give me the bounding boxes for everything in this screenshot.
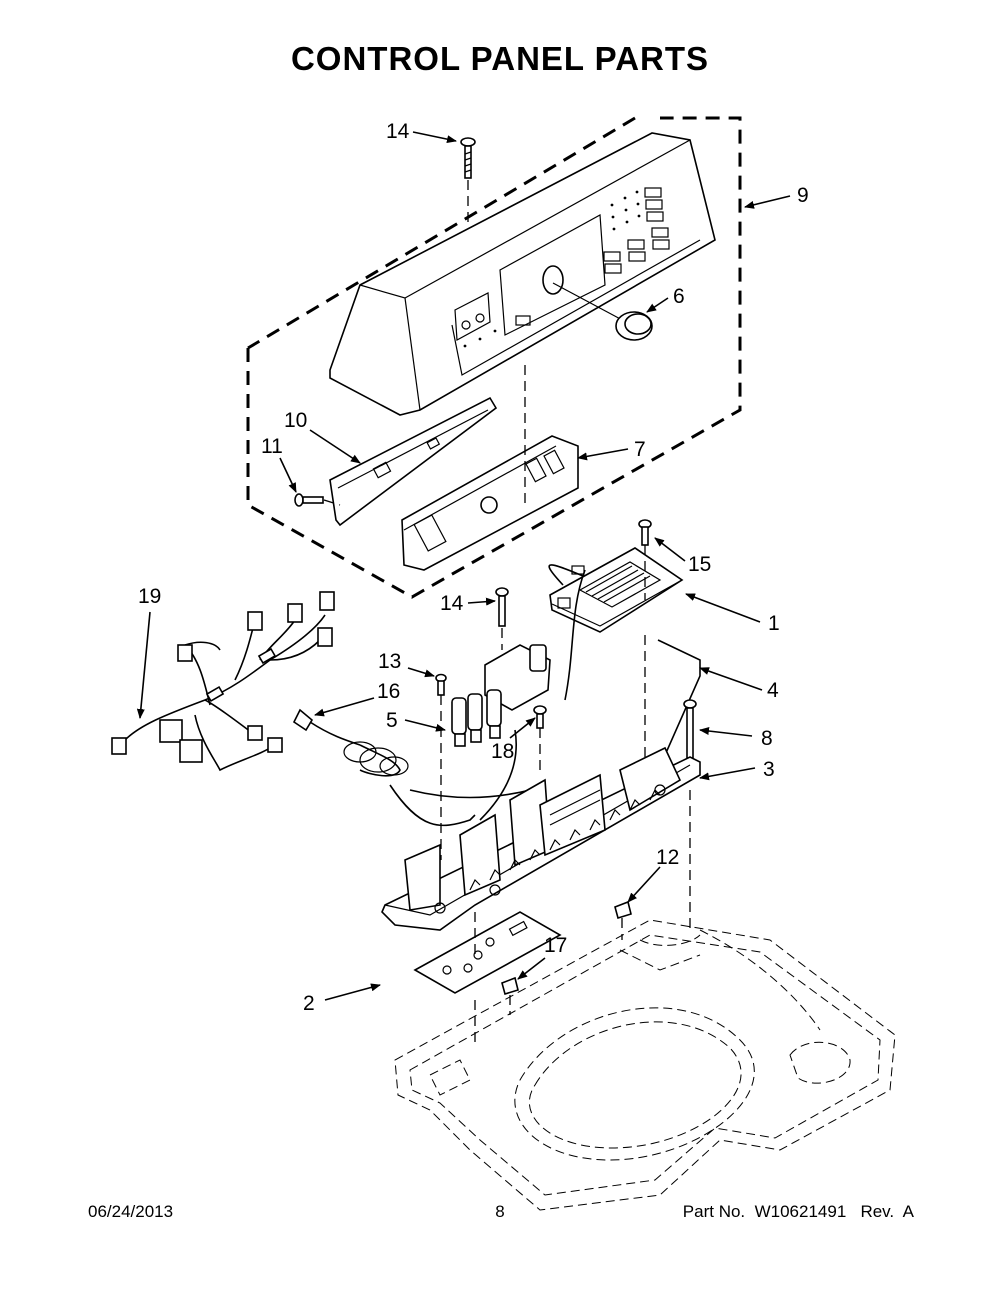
callout-labels: 14 9 6 10 11 7 15 19 14 1 13 16 4 5 18 8…	[138, 120, 809, 1015]
water-valve-5	[451, 644, 551, 747]
callout-16: 16	[377, 680, 400, 703]
callout-17: 17	[544, 934, 567, 957]
callout-10: 10	[284, 409, 307, 432]
callout-2: 2	[303, 992, 315, 1015]
callout-3: 3	[763, 758, 775, 781]
callout-6: 6	[673, 285, 685, 308]
machine-control-board-1	[548, 547, 684, 633]
callout-7: 7	[634, 438, 646, 461]
callout-12: 12	[656, 846, 679, 869]
ui-board-7	[401, 365, 579, 571]
console-base-3	[381, 746, 701, 931]
assembly-outline-9	[246, 116, 742, 599]
callout-15: 15	[688, 553, 711, 576]
callout-8: 8	[761, 727, 773, 750]
clip-12	[614, 900, 632, 940]
callout-14-top: 14	[386, 120, 410, 143]
callout-5: 5	[386, 709, 398, 732]
callout-11: 11	[261, 435, 283, 458]
screw-13	[435, 673, 447, 860]
callout-19: 19	[138, 585, 161, 608]
clip-17	[501, 976, 519, 1015]
washer-top-reference	[394, 919, 896, 1211]
bracket-10	[329, 396, 498, 527]
footer-date: 06/24/2013	[88, 1202, 174, 1221]
screw-14-top	[460, 137, 476, 225]
leader-arrows	[136, 131, 791, 1001]
knob-6	[552, 282, 653, 341]
screw-14-lower	[495, 587, 509, 650]
callout-14-lower: 14	[440, 592, 464, 615]
wire-harness-19	[111, 591, 335, 772]
page-title: CONTROL PANEL PARTS	[290, 40, 710, 77]
callout-1: 1	[768, 612, 780, 635]
screw-8	[683, 699, 697, 930]
callout-13: 13	[378, 650, 401, 673]
footer-part-number: Part No. W10621491 Rev. A	[682, 1202, 914, 1221]
callout-4: 4	[767, 679, 779, 702]
footer-page-number: 8	[495, 1202, 505, 1221]
screw-18	[533, 705, 547, 770]
console-panel	[329, 132, 716, 416]
callout-9: 9	[797, 184, 809, 207]
wire-harness-16	[292, 569, 586, 827]
screw-15	[638, 519, 652, 760]
callout-18: 18	[491, 740, 514, 763]
screw-11	[294, 493, 341, 507]
mounting-plate-2	[413, 911, 562, 1045]
